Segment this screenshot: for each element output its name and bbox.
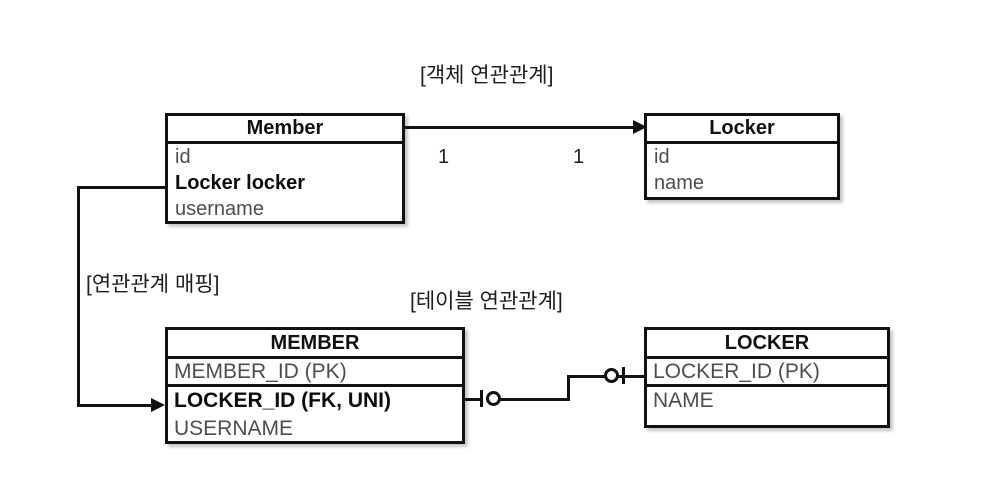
entity-locker-field-name: name	[654, 171, 705, 194]
mapping-line-vertical	[77, 186, 80, 407]
fk-stub-locker-side	[618, 375, 647, 378]
fk-line-upper	[567, 375, 607, 378]
mapping-arrowhead-icon	[151, 398, 165, 412]
object-relation-title: [객체 연관관계]	[420, 64, 554, 87]
table-locker-column-locker-id: LOCKER_ID (PK)	[647, 359, 887, 387]
fk-line-lower	[500, 398, 569, 401]
entity-member-field-id: id	[175, 145, 191, 168]
table-locker-column-name: NAME	[653, 389, 714, 412]
table-member[interactable]: MEMBER MEMBER_ID (PK) LOCKER_ID (FK, UNI…	[165, 327, 465, 444]
fk-stub-member-side	[465, 398, 483, 401]
entity-member-title: Member	[168, 116, 402, 144]
fk-circle-locker-side-icon	[604, 368, 619, 383]
entity-locker[interactable]: Locker id name	[644, 113, 840, 200]
entity-locker-fields: id name	[647, 144, 837, 196]
fk-tick-locker-side-icon	[622, 367, 625, 384]
entity-locker-field-id: id	[654, 145, 670, 168]
table-member-column-member-id: MEMBER_ID (PK)	[168, 359, 462, 387]
table-locker-title: LOCKER	[647, 330, 887, 359]
entity-member-fields: id Locker locker username	[168, 144, 402, 221]
mapping-label: [연관관계 매핑]	[86, 273, 220, 296]
table-member-column-username: USERNAME	[174, 417, 294, 440]
table-member-title: MEMBER	[168, 330, 462, 359]
association-arrowhead-icon	[633, 120, 647, 134]
entity-member[interactable]: Member id Locker locker username	[165, 113, 405, 224]
table-member-column-locker-id: LOCKER_ID (FK, UNI)	[174, 389, 391, 412]
table-member-columns: MEMBER_ID (PK) LOCKER_ID (FK, UNI) USERN…	[168, 359, 462, 441]
fk-line-step	[567, 375, 570, 401]
multiplicity-target: 1	[573, 146, 585, 168]
table-locker[interactable]: LOCKER LOCKER_ID (PK) NAME	[644, 327, 890, 428]
fk-circle-member-side-icon	[486, 391, 501, 406]
entity-member-field-locker: Locker locker	[175, 171, 306, 194]
table-locker-columns: LOCKER_ID (PK) NAME	[647, 359, 887, 415]
association-arrow-line	[405, 126, 637, 129]
mapping-line-top	[77, 186, 168, 189]
mapping-line-bottom	[77, 404, 155, 407]
table-relation-title: [테이블 연관관계]	[410, 290, 563, 313]
entity-locker-title: Locker	[647, 116, 837, 144]
entity-member-field-username: username	[175, 197, 264, 220]
multiplicity-source: 1	[438, 146, 450, 168]
